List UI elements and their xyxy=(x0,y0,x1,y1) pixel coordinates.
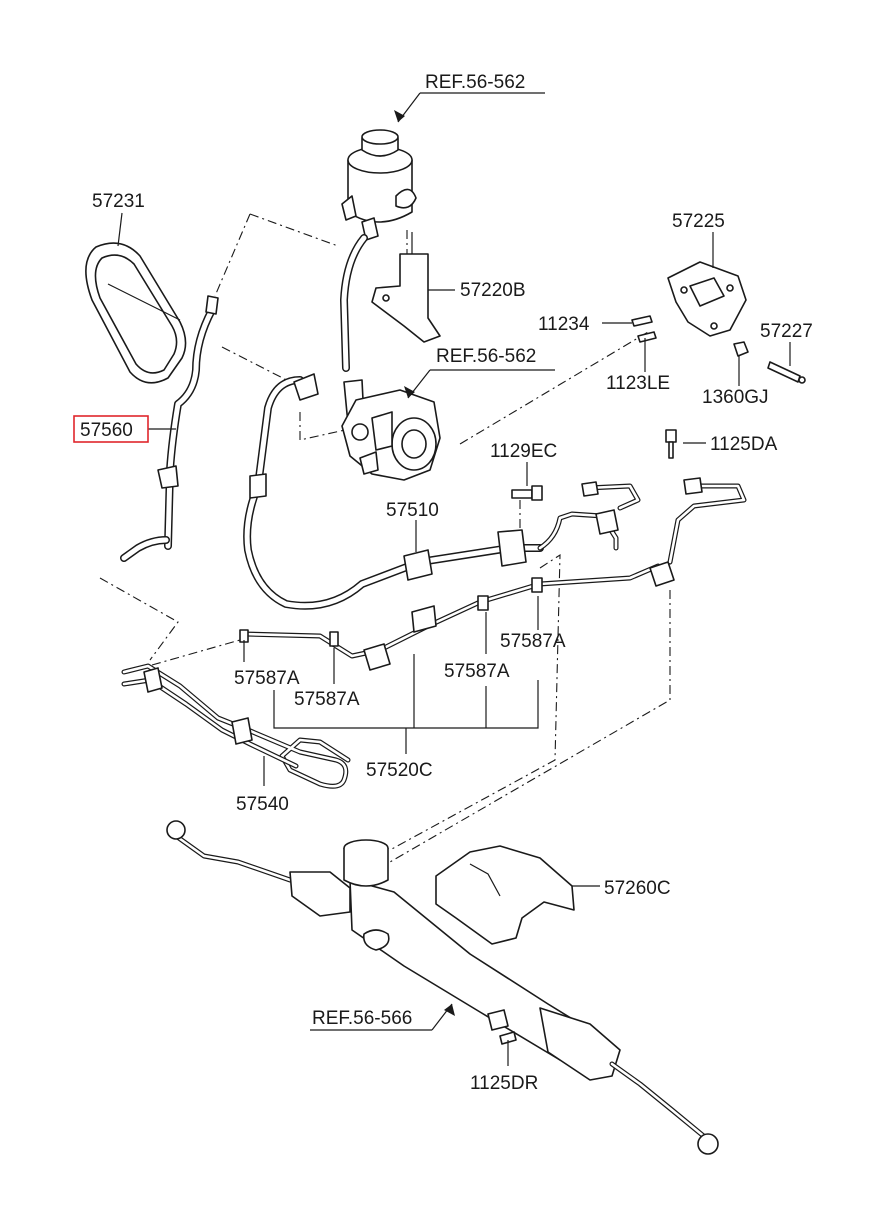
label-ref-pump[interactable]: REF.56-562 xyxy=(436,346,536,367)
label-57587a-3[interactable]: 57587A xyxy=(444,661,510,682)
leader-lines xyxy=(117,92,791,1066)
selected-part-highlight xyxy=(73,415,149,443)
return-hose[interactable] xyxy=(120,295,219,562)
label-57220b[interactable]: 57220B xyxy=(460,280,526,301)
heat-protector[interactable] xyxy=(435,845,575,945)
arrow-heads xyxy=(394,110,455,1016)
clamp-4[interactable] xyxy=(531,577,543,593)
bolt-1129ec[interactable] xyxy=(511,485,543,501)
suction-hose[interactable] xyxy=(340,234,368,425)
label-ref-reservoir[interactable]: REF.56-562 xyxy=(425,72,525,93)
power-steering-pump[interactable] xyxy=(341,389,441,481)
clamp-2[interactable] xyxy=(329,631,339,647)
label-57510[interactable]: 57510 xyxy=(386,500,439,521)
drive-belt[interactable] xyxy=(85,242,187,384)
label-ref-gear[interactable]: REF.56-566 xyxy=(312,1008,412,1029)
cooler-tube[interactable] xyxy=(121,663,351,789)
label-57225[interactable]: 57225 xyxy=(672,211,725,232)
bolt-1125da[interactable] xyxy=(665,429,677,459)
label-57560[interactable]: 57560 xyxy=(80,420,133,441)
label-1125dr[interactable]: 1125DR xyxy=(470,1073,538,1094)
label-57231[interactable]: 57231 xyxy=(92,191,145,212)
part-labels: REF.56-562 REF.56-562 REF.56-566 57231 5… xyxy=(73,72,813,1094)
nut-1360gj[interactable] xyxy=(733,341,749,357)
label-57260c[interactable]: 57260C xyxy=(604,878,671,899)
reservoir-bracket[interactable] xyxy=(371,232,441,343)
label-57520c[interactable]: 57520C xyxy=(366,760,433,781)
label-1125da[interactable]: 1125DA xyxy=(710,434,778,455)
label-57587a-2[interactable]: 57587A xyxy=(294,689,360,710)
bolt-57227[interactable] xyxy=(767,361,806,384)
clamp-3[interactable] xyxy=(477,595,489,611)
pump-bracket[interactable] xyxy=(667,261,747,337)
label-57587a-4[interactable]: 57587A xyxy=(500,631,566,652)
reservoir[interactable] xyxy=(341,129,417,241)
label-57587a-1[interactable]: 57587A xyxy=(234,668,300,689)
bolt-1123le[interactable] xyxy=(637,331,657,343)
label-1360gj[interactable]: 1360GJ xyxy=(702,387,769,408)
label-57227[interactable]: 57227 xyxy=(760,321,813,342)
bolt-11234[interactable] xyxy=(631,315,653,327)
label-57540[interactable]: 57540 xyxy=(236,794,289,815)
label-1129ec[interactable]: 1129EC xyxy=(490,441,557,462)
steering-gear[interactable] xyxy=(166,820,719,1155)
label-11234[interactable]: 11234 xyxy=(538,314,590,335)
pressure-hose[interactable] xyxy=(243,373,641,610)
label-1123le[interactable]: 1123LE xyxy=(606,373,670,394)
tube-assembly[interactable] xyxy=(241,477,747,671)
